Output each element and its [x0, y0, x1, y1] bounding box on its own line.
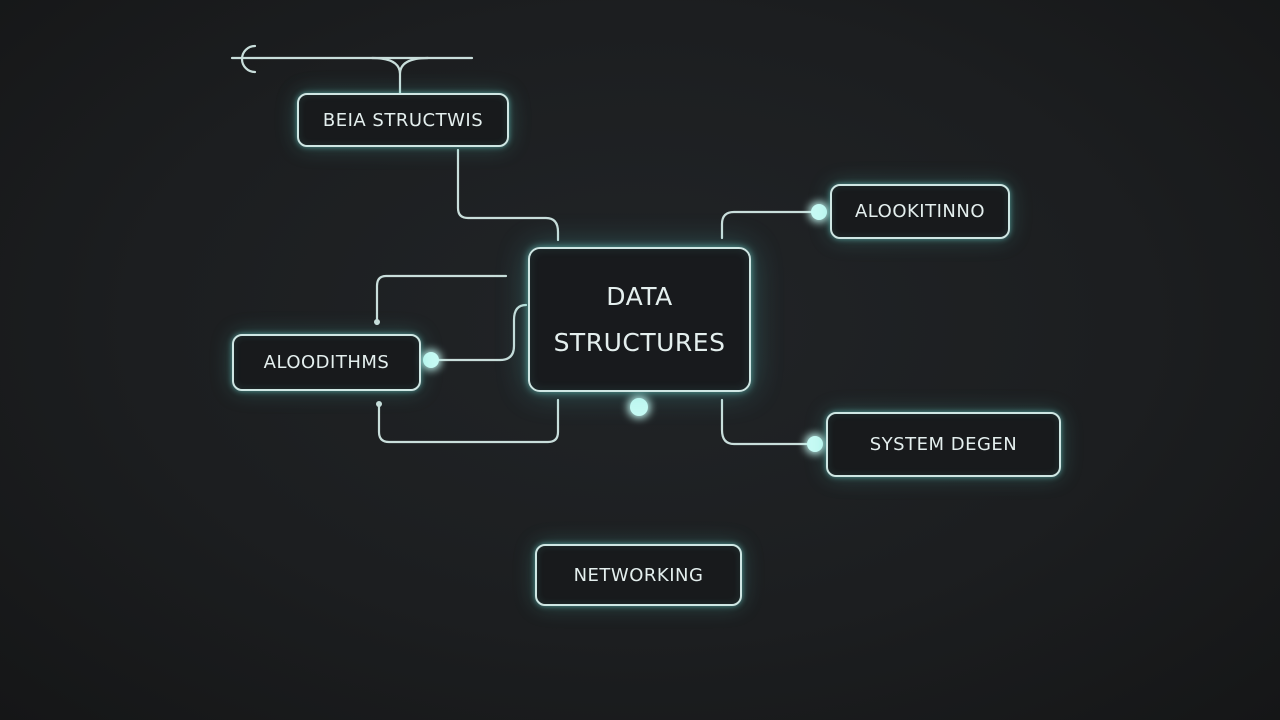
node-center-label-line1: DATA	[606, 281, 673, 311]
node-center-label-line2: STRUCTURES	[553, 327, 726, 357]
system-connector-dot	[807, 436, 823, 452]
node-data-structures-center[interactable]: DATA STRUCTURES	[528, 247, 751, 392]
node-system-label: SYSTEM DEGEN	[869, 434, 1018, 455]
left-connector-dot	[423, 352, 439, 368]
left-upper-end-dot	[374, 319, 380, 325]
center-to-system-line	[720, 398, 816, 446]
left-lower-bracket	[377, 398, 560, 444]
left-lower-end-dot	[376, 401, 382, 407]
center-bottom-connector-dot	[630, 398, 648, 416]
node-left-label: ALOODITHMS	[263, 352, 390, 373]
node-right-label: ALOOKITINNO	[854, 201, 986, 222]
node-networking[interactable]: NETWORKING	[535, 544, 742, 606]
center-to-right-line	[720, 210, 820, 240]
top-bracket-line	[370, 56, 430, 95]
node-data-structures-top[interactable]: BEIA STRUCTWIS	[297, 93, 509, 147]
left-upper-bracket	[375, 274, 508, 326]
node-networking-label: NETWORKING	[573, 564, 704, 586]
node-algorithms-left[interactable]: ALOODITHMS	[232, 334, 421, 391]
top-to-center-line	[456, 148, 560, 242]
node-algorithms-right[interactable]: ALOOKITINNO	[830, 184, 1010, 239]
node-top-label: BEIA STRUCTWIS	[322, 109, 484, 131]
node-system-design[interactable]: SYSTEM DEGEN	[826, 412, 1061, 477]
right-connector-dot	[811, 204, 827, 220]
center-to-left-line	[430, 303, 528, 362]
